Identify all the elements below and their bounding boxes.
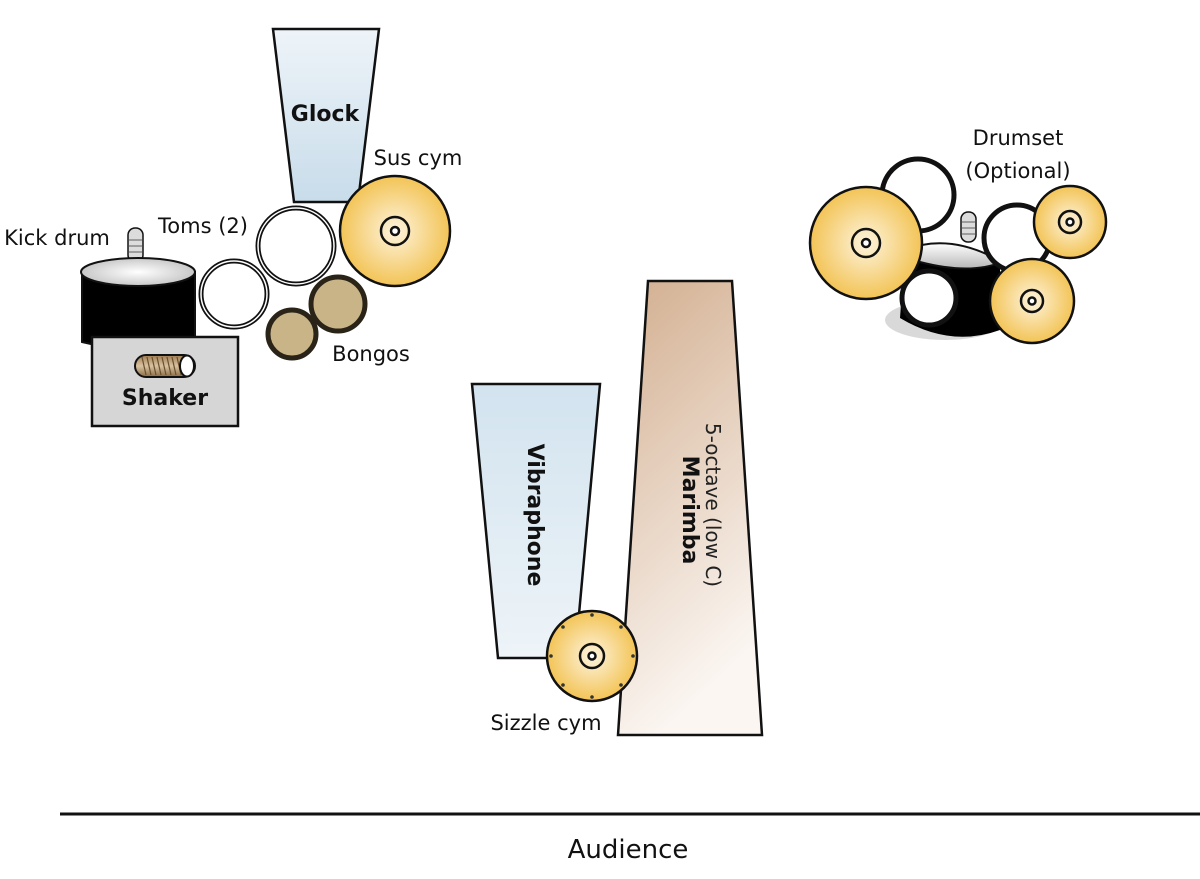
sizzle-cymbal: Sizzle cym: [490, 609, 639, 735]
kick-drum-label: Kick drum: [4, 226, 110, 250]
bongos: Bongos: [265, 274, 410, 366]
sizzle-rivets: [549, 613, 635, 699]
bongos-label: Bongos: [332, 342, 410, 366]
drumset-optional-label: (Optional): [965, 159, 1070, 183]
glock: Glock: [271, 27, 381, 204]
drumset-label: Drumset: [973, 126, 1064, 150]
marimba-label: Marimba: [677, 456, 702, 565]
marimba: Marimba 5-octave (low C): [616, 279, 764, 737]
suspended-cymbal: Sus cym: [338, 146, 463, 288]
glock-label: Glock: [291, 102, 361, 127]
toms-label: Toms (2): [157, 214, 248, 238]
audience-label: Audience: [568, 835, 689, 865]
marimba-detail-label: 5-octave (low C): [701, 423, 725, 587]
vibraphone-label: Vibraphone: [522, 444, 547, 587]
shaker: Shaker: [90, 335, 240, 428]
shaker-label: Shaker: [122, 386, 208, 411]
sizzle-cym-label: Sizzle cym: [490, 711, 601, 735]
kick-drum: Kick drum: [4, 226, 196, 350]
sus-cym-label: Sus cym: [374, 146, 463, 170]
toms: Toms (2): [157, 205, 337, 330]
drumset: Drumset (Optional): [808, 126, 1108, 345]
